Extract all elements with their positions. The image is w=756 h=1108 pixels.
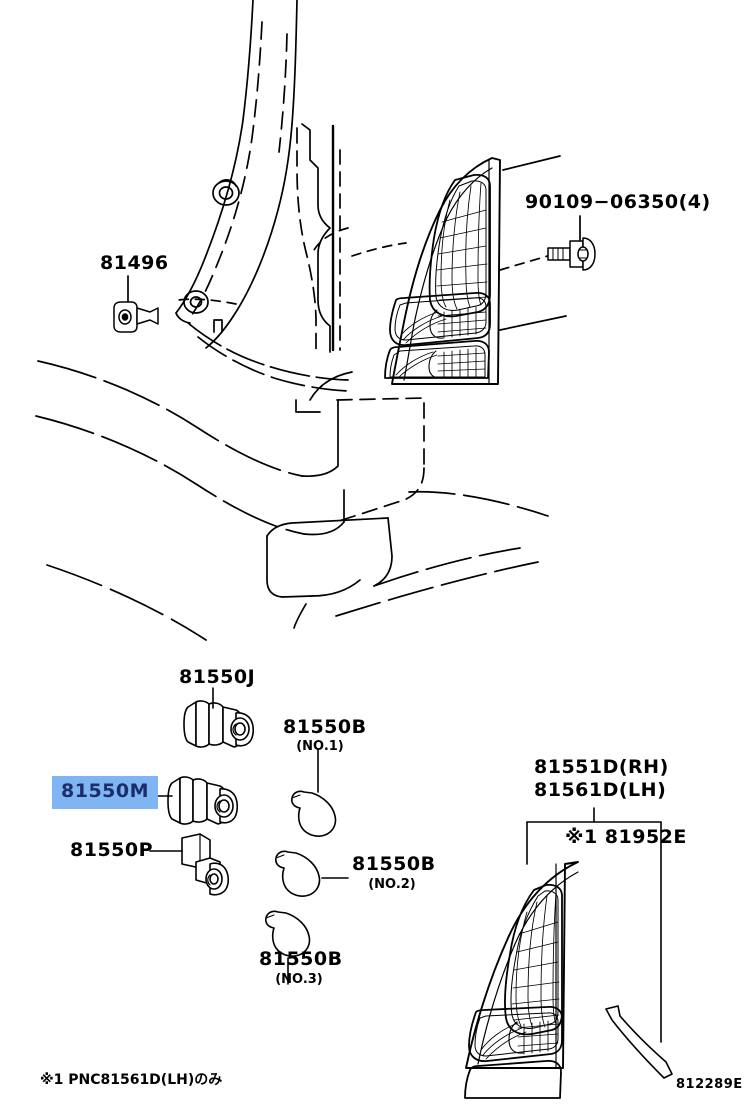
label-81550P: 81550P [70,839,154,861]
leader-lamp-dashed-left [351,242,407,257]
garnish-dashed [296,127,317,353]
right-line-3 [335,561,539,617]
part-bulb-no2 [275,850,321,897]
step-bottom [311,579,361,597]
trim-dashed-2 [278,33,288,153]
label-81550B-no2: 81550B [352,853,436,875]
body-line-a [37,360,303,477]
guard-dashed-bottom [335,467,425,523]
guard-dashed-top [336,397,425,469]
part-socket-81550J [183,700,255,748]
boss-upper-tab [218,179,237,187]
garnish-outline [301,123,331,353]
boss-upper-hole [218,186,234,200]
bolt-part-90109 [547,237,596,271]
sill-line-2 [197,336,350,392]
leader-lamp-dashed-left2 [313,227,349,251]
part-socket-81550P [181,833,230,896]
part-bulb-no3 [265,910,311,957]
label-81952E: ※1 81952E [565,826,687,848]
label-81550B-no1-sub: (NO.1) [296,739,344,754]
label-81551D-rh: 81551D(RH) [534,756,669,778]
label-81550B-no3: 81550B [259,948,343,970]
boss-upper-ring [212,180,240,206]
label-81561D-lh: 81561D(LH) [534,779,667,801]
part-tail-lamp-assembly [464,861,579,1099]
right-line-4 [293,603,307,629]
bumper-edge-2 [303,521,345,536]
boss-lower-hole [189,296,203,308]
label-81550B-no1: 81550B [283,716,367,738]
pillar-inner-line [291,0,298,125]
label-90109-06350: 90109−06350(4) [525,191,711,213]
sill-line-1 [187,322,349,381]
label-81550M-text: 81550M [52,776,159,809]
body-line-b [35,415,305,535]
label-81550B-no2-sub: (NO.2) [368,877,416,892]
leader-lamp-top [502,155,561,171]
part-bulb-no1 [291,790,337,837]
clip-part-81496 [113,301,159,333]
right-line-2 [373,547,521,587]
trim-dashed-1 [187,21,263,321]
fascia-tick [295,399,321,413]
label-81496: 81496 [100,252,169,274]
part-socket-81550M [167,776,239,825]
leader-lamp-bottom [499,315,567,331]
step-left [266,535,313,598]
bracket-notch [213,319,223,333]
pillar-outer-line [175,0,254,314]
label-81550M-highlight[interactable]: 81550M [52,776,159,809]
right-line-1 [408,490,549,517]
leader-bolt-dashed [499,249,569,271]
step-top [266,517,389,537]
upper-tail-lamp [384,157,501,385]
label-81550B-no3-sub: (NO.3) [275,972,323,987]
footnote-text: ※1 PNC81561D(LH)のみ [40,1072,223,1088]
boss-lower-ring [183,290,209,314]
leader-clip-dashed [177,298,237,305]
bumper-edge-1 [301,399,339,478]
diagram-id: 812289E [676,1077,743,1092]
recess-line [309,371,353,401]
label-81550J: 81550J [179,666,256,688]
body-line-c [46,564,207,641]
part-gasket-81952E [605,1005,673,1079]
panel-contour-1 [205,123,293,349]
